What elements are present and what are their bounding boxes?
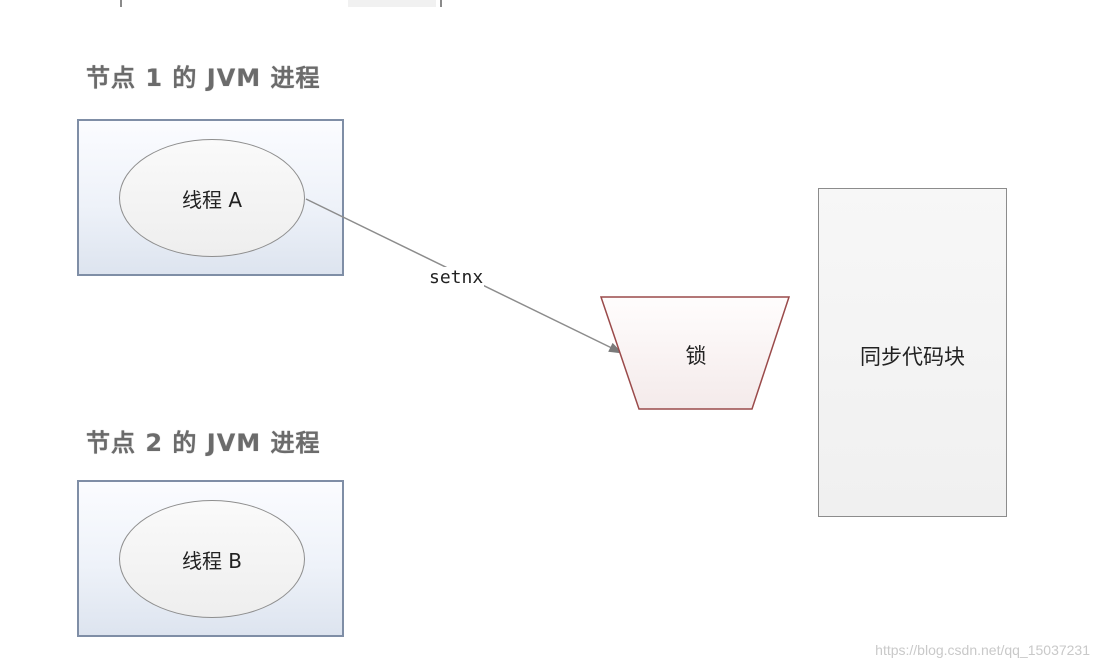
lock-label: 锁 xyxy=(685,344,707,368)
lock-shape xyxy=(599,296,791,410)
top-cut-off-block xyxy=(348,0,436,7)
setnx-edge-label: setnx xyxy=(428,267,485,289)
top-cut-off-mark xyxy=(440,0,442,7)
watermark: https://blog.csdn.net/qq_15037231 xyxy=(875,642,1090,658)
thread-a-label: 线程 A xyxy=(181,187,243,212)
node1-jvm-box: 线程 A xyxy=(77,119,344,276)
node2-jvm-box: 线程 B xyxy=(77,480,344,637)
node2-title: 节点 2 的 JVM 进程 xyxy=(86,429,321,457)
thread-b-ellipse: 线程 B xyxy=(119,500,305,618)
node1-title: 节点 1 的 JVM 进程 xyxy=(86,64,321,92)
thread-b-label: 线程 B xyxy=(181,548,243,573)
sync-code-block-label: 同步代码块 xyxy=(860,345,965,369)
sync-code-block: 同步代码块 xyxy=(818,188,1007,517)
thread-a-ellipse: 线程 A xyxy=(119,139,305,257)
top-cut-off-mark xyxy=(120,0,122,7)
